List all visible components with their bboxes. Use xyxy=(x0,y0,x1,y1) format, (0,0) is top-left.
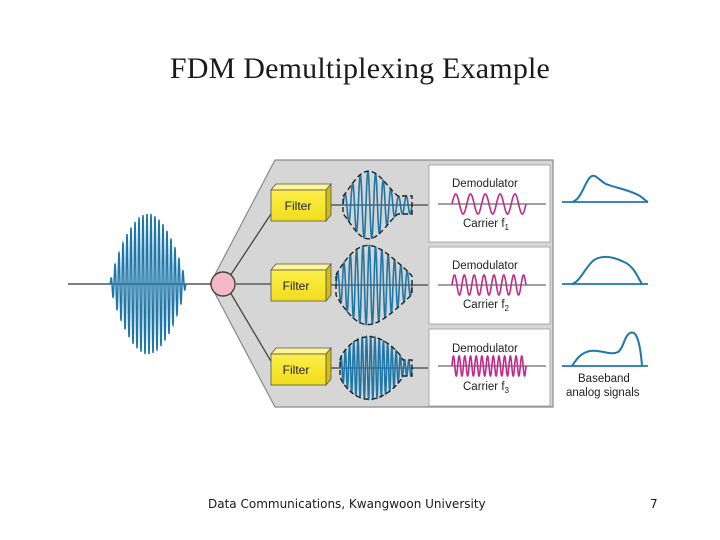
carrier-label-1: Carrier f1 xyxy=(463,218,510,232)
slide-title: FDM Demultiplexing Example xyxy=(169,52,551,85)
filter-box-3: Filter xyxy=(270,346,332,387)
carrier-label-3: Carrier f3 xyxy=(463,381,510,395)
demodulator-label-1: Demodulator xyxy=(452,178,518,190)
carrier-wave-1 xyxy=(451,193,527,215)
filter-label-1: Filter xyxy=(285,199,312,213)
carrier-wave-2 xyxy=(451,274,527,296)
carrier-wave-3 xyxy=(451,354,527,378)
filter-envelope-2 xyxy=(335,244,413,326)
carrier-label-2: Carrier f2 xyxy=(463,299,510,313)
filter-label-2: Filter xyxy=(283,279,310,293)
output-caption-line1: Baseband xyxy=(578,373,630,385)
filter-box-2: Filter xyxy=(270,262,332,303)
branch-line-1 xyxy=(229,207,276,277)
output-signal-3 xyxy=(562,331,648,367)
channel-2: Filter Demodulator Carrier f2 xyxy=(270,243,551,326)
filter-envelope-1 xyxy=(342,170,413,240)
channel-3: Filter Demodulator Carrier f3 xyxy=(270,328,551,407)
demodulator-label-3: Demodulator xyxy=(452,343,518,355)
filter-envelope-3 xyxy=(339,336,413,400)
filtered-signal-1 xyxy=(342,170,413,240)
output-signal-1 xyxy=(562,174,649,203)
filtered-signal-3 xyxy=(339,334,413,401)
channel-1: Filter Demodulator Carrier f1 xyxy=(270,164,551,243)
filtered-signal-2 xyxy=(335,243,413,326)
page-number: 7 xyxy=(650,497,658,511)
filter-label-3: Filter xyxy=(283,363,310,377)
demodulator-label-2: Demodulator xyxy=(452,260,518,272)
composite-input-signal xyxy=(109,213,187,355)
splitter-node xyxy=(210,271,236,297)
output-caption-line2: analog signals xyxy=(566,387,640,399)
footer-text: Data Communications, Kwangwoon Universit… xyxy=(208,497,486,511)
filter-box-1: Filter xyxy=(270,182,332,223)
output-signal-2 xyxy=(562,255,648,285)
branch-line-3 xyxy=(229,291,276,369)
